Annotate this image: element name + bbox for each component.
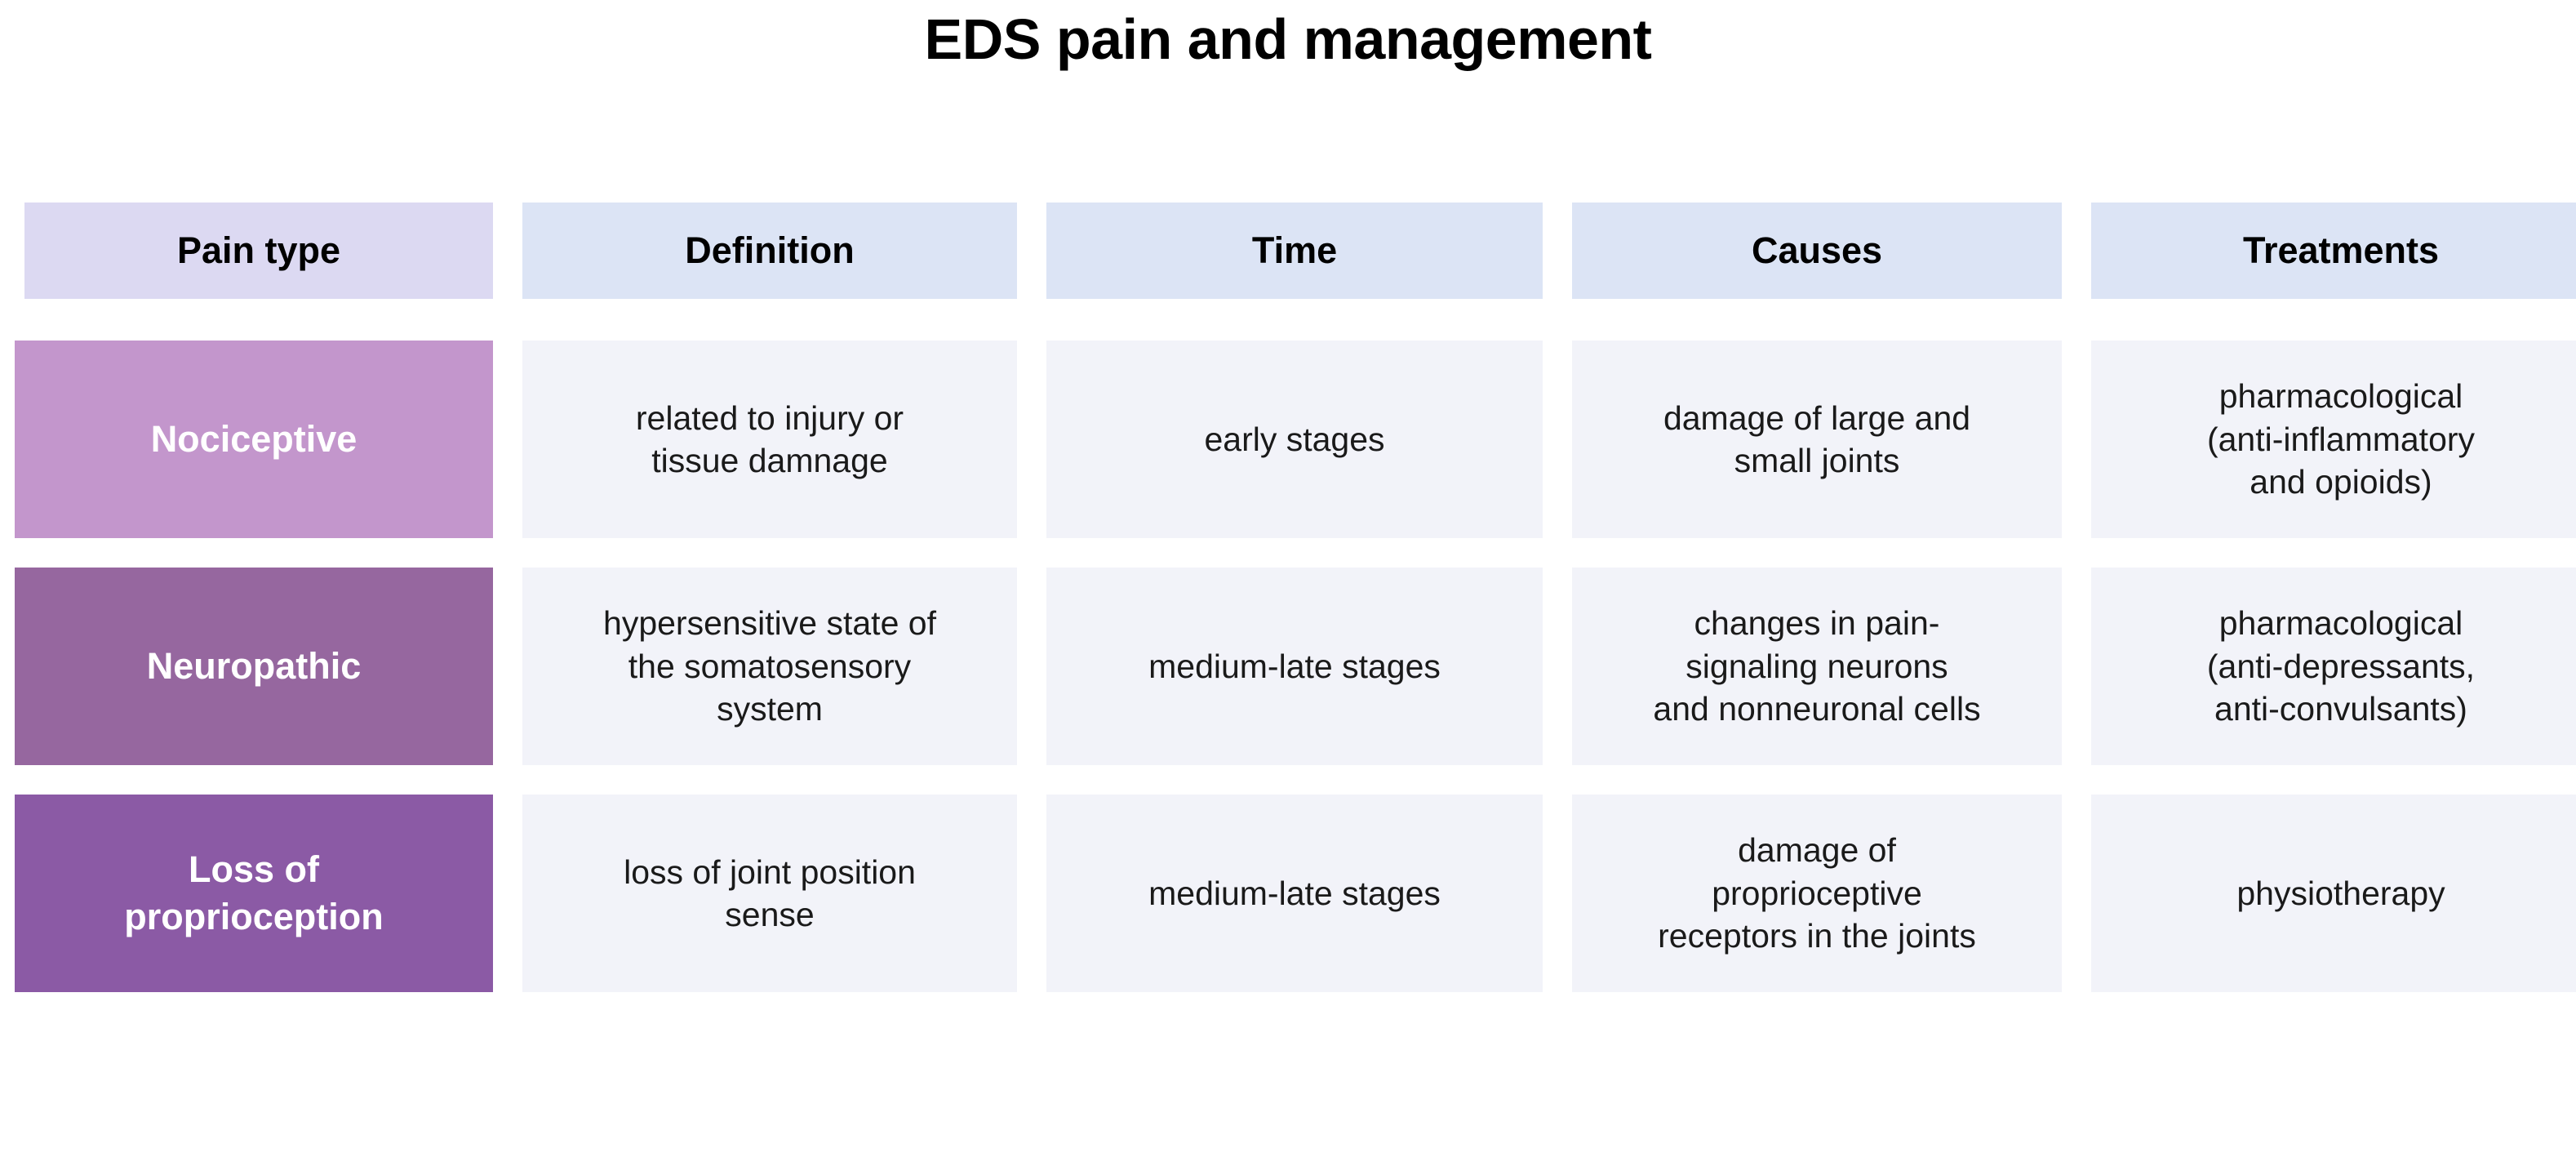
cell-definition: loss of joint position sense <box>522 795 1017 992</box>
column-header-label: Time <box>1251 229 1338 272</box>
column-header-treatments: Treatments <box>2091 203 2576 299</box>
cell-text: medium-late stages <box>1148 874 1441 912</box>
column-header-time: Time <box>1046 203 1543 299</box>
column-header-label: Causes <box>1751 229 1883 272</box>
cell-time: medium-late stages <box>1046 568 1543 765</box>
cell-text: changes in pain- signaling neurons and n… <box>1653 604 1981 728</box>
comparison-table: Pain type Definition Time Causes Treatme… <box>15 190 2576 992</box>
cell-text: medium-late stages <box>1148 647 1441 685</box>
cell-text: loss of joint position sense <box>624 853 916 933</box>
table-row: Loss of proprioception loss of joint pos… <box>15 795 2576 992</box>
cell-text: physiotherapy <box>2236 874 2445 912</box>
cell-time: early stages <box>1046 341 1543 538</box>
cell-causes: damage of large and small joints <box>1572 341 2062 538</box>
row-label-neuropathic: Neuropathic <box>15 568 493 765</box>
column-header-label: Treatments <box>2242 229 2440 272</box>
row-label-loss-of-proprioception: Loss of proprioception <box>15 795 493 992</box>
row-label-text: Neuropathic <box>146 645 362 688</box>
table-row: Neuropathic hypersensitive state of the … <box>15 568 2576 765</box>
cell-text: pharmacological (anti-inflammatory and o… <box>2206 377 2476 501</box>
table-row: Nociceptive related to injury or tissue … <box>15 341 2576 538</box>
table-header-row: Pain type Definition Time Causes Treatme… <box>15 190 2576 311</box>
column-header-definition: Definition <box>522 203 1017 299</box>
cell-treatments: physiotherapy <box>2091 795 2576 992</box>
cell-text: pharmacological (anti-depressants, anti-… <box>2206 604 2476 728</box>
cell-text: hypersensitive state of the somatosensor… <box>603 604 936 728</box>
cell-time: medium-late stages <box>1046 795 1543 992</box>
column-header-pain-type: Pain type <box>24 203 493 299</box>
row-label-nociceptive: Nociceptive <box>15 341 493 538</box>
row-label-text: Loss of proprioception <box>124 848 384 937</box>
cell-treatments: pharmacological (anti-inflammatory and o… <box>2091 341 2576 538</box>
cell-definition: related to injury or tissue damnage <box>522 341 1017 538</box>
column-header-label: Pain type <box>176 229 341 272</box>
column-header-label: Definition <box>685 229 855 272</box>
cell-text: damage of large and small joints <box>1663 398 1971 479</box>
cell-causes: damage of proprioceptive receptors in th… <box>1572 795 2062 992</box>
cell-text: damage of proprioceptive receptors in th… <box>1658 831 1976 955</box>
cell-text: early stages <box>1204 420 1385 458</box>
row-label-text: Nociceptive <box>150 418 358 461</box>
cell-treatments: pharmacological (anti-depressants, anti-… <box>2091 568 2576 765</box>
cell-definition: hypersensitive state of the somatosensor… <box>522 568 1017 765</box>
cell-causes: changes in pain- signaling neurons and n… <box>1572 568 2062 765</box>
page-title: EDS pain and management <box>924 7 1652 71</box>
cell-text: related to injury or tissue damnage <box>635 398 904 479</box>
column-header-causes: Causes <box>1572 203 2062 299</box>
